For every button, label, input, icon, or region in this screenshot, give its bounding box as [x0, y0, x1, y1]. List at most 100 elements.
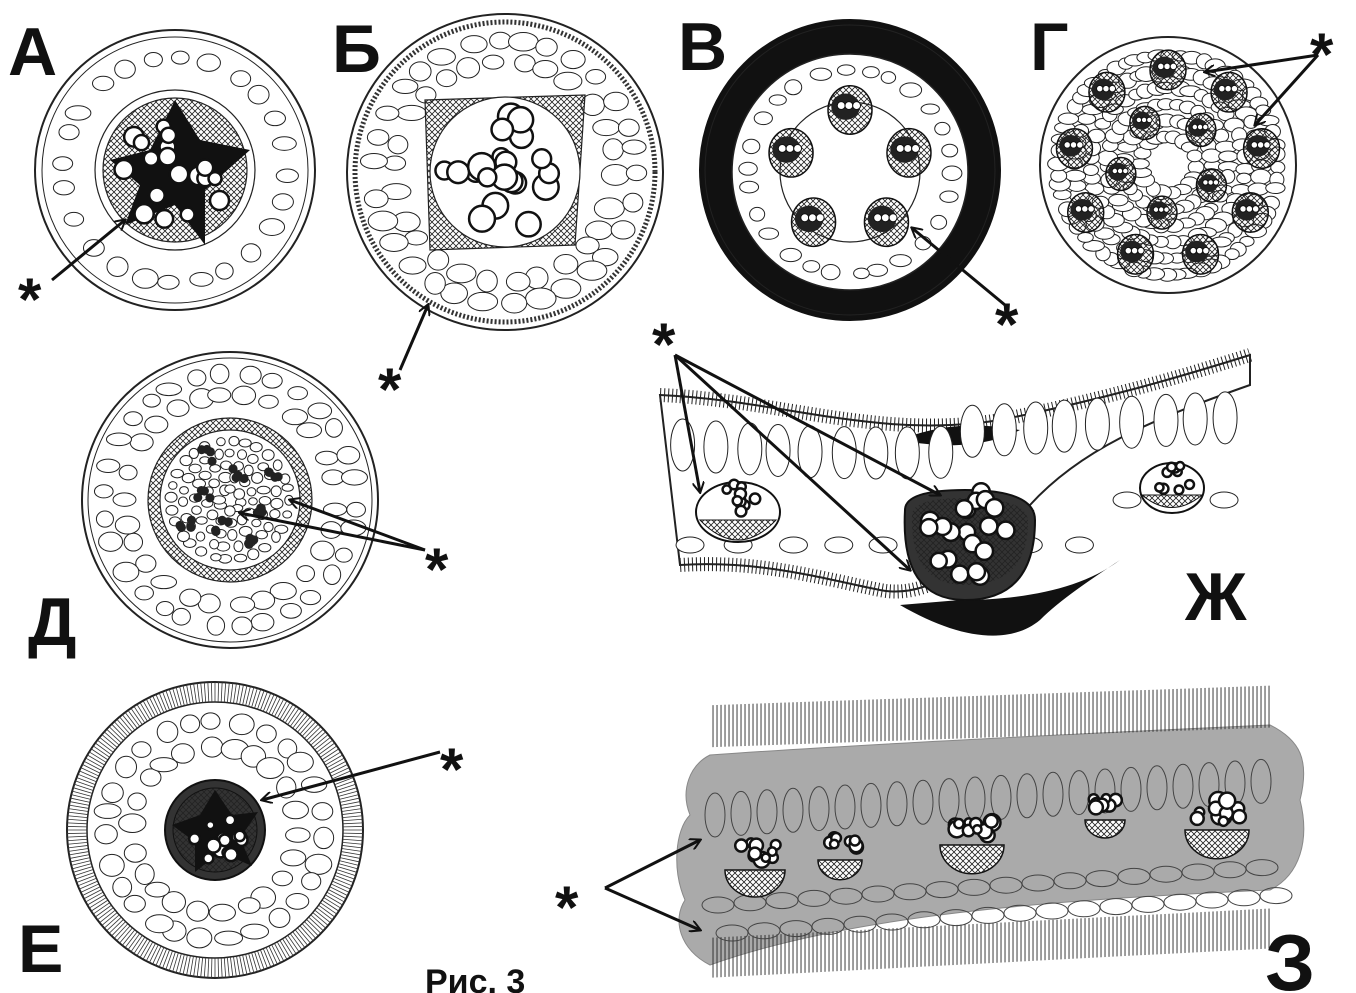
vessel	[1159, 207, 1164, 212]
cell	[603, 139, 623, 160]
vessel	[1176, 462, 1184, 470]
cell	[167, 400, 189, 417]
vessel	[1257, 142, 1263, 148]
vessel	[1197, 124, 1202, 129]
cell	[248, 454, 259, 463]
vessel	[845, 102, 853, 110]
spongy-cell	[1164, 894, 1196, 910]
cell	[113, 877, 132, 897]
palisade-cell	[864, 427, 888, 479]
cell	[867, 264, 887, 276]
vessel	[115, 160, 134, 179]
section-b	[347, 14, 663, 330]
vessel	[1233, 810, 1246, 823]
cell	[234, 541, 243, 552]
vessel	[951, 566, 968, 583]
cell	[207, 616, 224, 635]
spongy-cell	[1196, 892, 1228, 908]
cell	[232, 617, 252, 635]
vessel	[954, 819, 963, 828]
cell	[95, 825, 117, 844]
vessel	[492, 119, 513, 140]
vessel	[794, 144, 802, 152]
cell	[259, 219, 284, 236]
cell	[740, 181, 759, 193]
cell	[604, 92, 629, 110]
panel-label-b: Б	[332, 11, 381, 87]
vessel	[778, 144, 786, 152]
cell	[248, 549, 259, 560]
cell	[502, 293, 527, 313]
cell	[124, 533, 142, 551]
cell	[305, 854, 332, 874]
cell	[180, 589, 201, 606]
cell	[113, 562, 139, 581]
vessel	[203, 853, 213, 863]
cell	[229, 436, 239, 446]
vessel	[1203, 180, 1208, 185]
section-zh	[660, 355, 1250, 636]
cell	[169, 482, 177, 490]
cell	[199, 471, 211, 479]
vessel	[736, 506, 747, 517]
cell	[188, 370, 206, 386]
vessel	[447, 161, 469, 183]
bundle-cell	[206, 447, 215, 456]
cell	[942, 166, 962, 181]
palisade-cell	[1120, 396, 1144, 448]
cell	[190, 272, 213, 286]
cell	[106, 433, 131, 446]
bundle-cell	[207, 457, 216, 466]
cell	[128, 793, 146, 810]
vessel	[912, 144, 920, 152]
cell	[1266, 183, 1285, 194]
vessel	[896, 144, 904, 152]
cell	[201, 737, 222, 757]
cell	[316, 451, 338, 465]
bundle-cell	[197, 486, 206, 495]
panel-label-z: З	[1265, 918, 1315, 993]
panel-label-d: Д	[28, 584, 76, 660]
palisade-cell	[929, 426, 953, 478]
vessel	[210, 191, 229, 210]
cell	[297, 423, 322, 438]
cell	[940, 191, 958, 202]
cell	[324, 565, 341, 585]
cell	[821, 265, 840, 280]
cell	[314, 827, 334, 848]
cell	[259, 395, 279, 408]
cell	[283, 801, 309, 818]
cell	[156, 602, 173, 616]
cell	[935, 122, 950, 135]
cell	[259, 543, 271, 551]
cell	[1109, 194, 1128, 205]
vessel	[1136, 117, 1141, 122]
cell	[425, 272, 445, 294]
palisade-cell	[992, 404, 1016, 456]
cell	[151, 575, 177, 588]
cell	[1219, 151, 1238, 162]
cell	[145, 882, 169, 897]
cell	[135, 864, 154, 885]
bundle-cell	[211, 526, 220, 535]
section-e	[67, 682, 363, 978]
cell	[311, 541, 335, 560]
vessel	[1231, 85, 1237, 91]
cell	[150, 758, 177, 772]
vessel	[931, 553, 947, 569]
cell	[264, 111, 285, 126]
cell	[119, 814, 146, 833]
cell	[272, 137, 296, 151]
cell	[297, 566, 315, 582]
vessel	[980, 517, 997, 534]
spongy-cell	[1004, 905, 1036, 921]
cell	[225, 485, 235, 493]
cell	[211, 554, 221, 561]
cell	[577, 261, 607, 280]
cell	[92, 76, 113, 90]
cell	[388, 136, 408, 154]
cell	[250, 443, 262, 452]
cell	[209, 479, 220, 488]
vessel	[1246, 206, 1252, 212]
cell	[113, 493, 136, 506]
